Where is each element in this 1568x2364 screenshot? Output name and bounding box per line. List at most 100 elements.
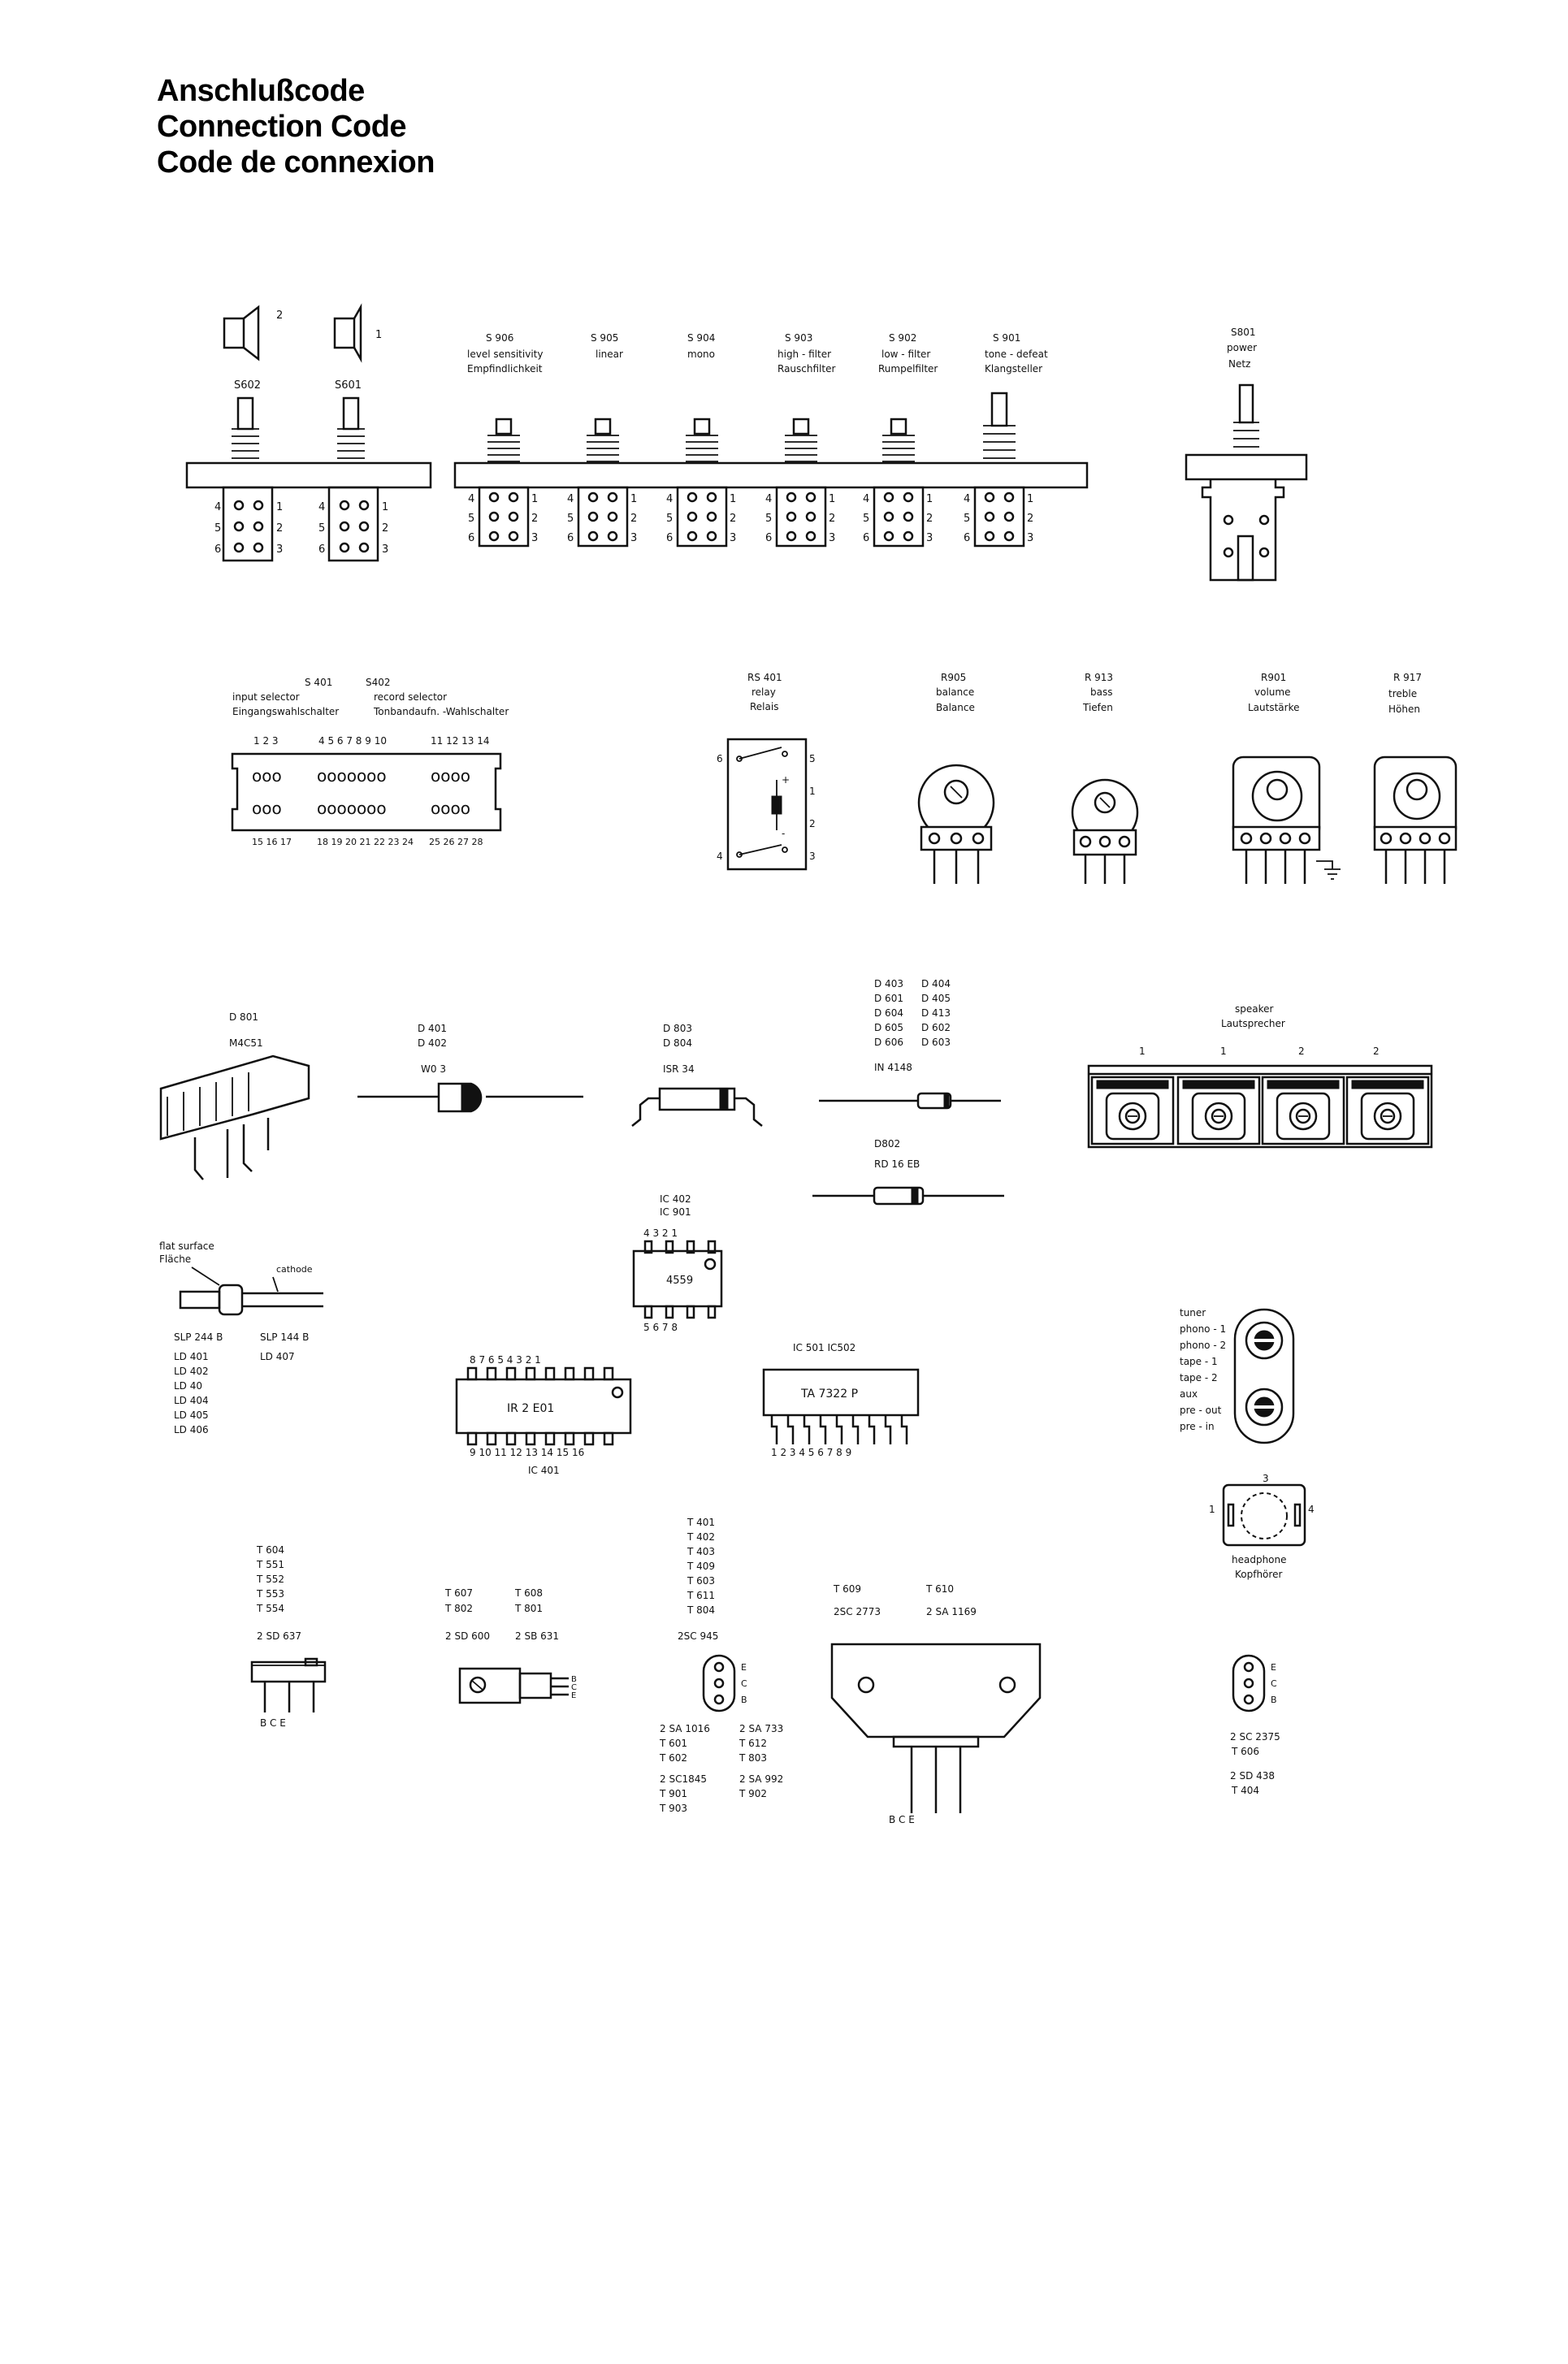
sel-top-pins-a: 1 2 3	[253, 735, 279, 747]
d801-id: D 801	[229, 1011, 258, 1023]
led-list1-item: LD 401	[174, 1351, 209, 1362]
r905-de: Balance	[936, 702, 975, 713]
s402-id: S402	[366, 677, 391, 688]
pin: 2	[276, 522, 283, 535]
pin: 2	[730, 513, 736, 525]
t401-col2-item: 2 SA 733	[739, 1723, 783, 1734]
pot-r905: R905 balance Balance	[917, 672, 995, 884]
t609-pins: B C E	[889, 1814, 915, 1825]
ic-pin	[564, 1431, 575, 1446]
d803-id2: D 804	[663, 1037, 692, 1049]
relay-pin: 2	[809, 818, 816, 829]
ic-pin	[544, 1366, 556, 1381]
ic-ta7322p: IC 501 IC502 TA 7322 P 1 2 3 4 5 6 7 8 9	[762, 1342, 920, 1458]
ic-pin	[803, 1415, 811, 1444]
t401-pin: B	[741, 1695, 747, 1705]
t401-col1-item: T 602	[659, 1752, 687, 1764]
pin: 1	[829, 493, 835, 505]
pin: 6	[318, 543, 325, 556]
pin: 1	[531, 493, 538, 505]
pin: 5	[214, 522, 221, 535]
relay-pin: 6	[717, 753, 723, 764]
s905-id: S 905	[591, 332, 618, 344]
t604-id: T 553	[256, 1588, 284, 1600]
pin: 1	[630, 493, 637, 505]
pin: 3	[926, 532, 933, 544]
relay-rs401: RS 401 relay Relais 6 5 1 2 4 3 + -	[717, 672, 816, 871]
s602-label: S602	[234, 379, 261, 392]
transistor-t609: T 609 T 610 2SC 2773 2 SA 1169 B C E	[830, 1583, 1042, 1825]
t607-id2: T 802	[444, 1603, 473, 1614]
s905-labels: S 905 linear	[591, 332, 623, 360]
relay-plus: +	[782, 774, 790, 786]
pin: 2	[382, 522, 388, 535]
led-slp: flat surface Fläche cathode SLP 244 B SL…	[159, 1240, 323, 1435]
relay-pin: 5	[809, 753, 816, 764]
pin: 3	[1027, 532, 1033, 544]
speaker-terminal: speaker Lautsprecher 1 1 2 2	[1087, 1003, 1433, 1149]
title-line-de: Anschlußcode	[157, 74, 365, 108]
ic401-bot-pins: 9 10 11 12 13 14 15 16	[470, 1447, 584, 1458]
s801-id: S801	[1231, 327, 1256, 338]
pin: 6	[765, 532, 772, 544]
sel-bot-pins-c: 25 26 27 28	[429, 837, 483, 847]
diode-d401: D 401 D 402 W0 3	[357, 1023, 583, 1113]
t401-col1-item: T 901	[659, 1788, 687, 1799]
t607-part1: 2 SD 600	[445, 1630, 490, 1642]
s901-labels: S 901 tone - defeat Klangsteller	[985, 332, 1048, 375]
t401-col2-item: 2 SA 992	[739, 1773, 783, 1785]
pin: 6	[214, 543, 221, 556]
t606-id1: T 606	[1231, 1746, 1259, 1757]
sel-pin-row: oooo	[431, 766, 470, 786]
jack-label: tape - 2	[1180, 1372, 1218, 1383]
ic501-id: IC 501 IC502	[793, 1342, 855, 1353]
speaker-de: Lautsprecher	[1221, 1018, 1285, 1029]
ic402-top-pins: 4 3 2 1	[643, 1227, 678, 1239]
t606-pin: E	[1271, 1662, 1276, 1673]
headphone-pin: 4	[1308, 1504, 1315, 1515]
t607-part2: 2 SB 631	[515, 1630, 559, 1642]
s906-en: level sensitivity	[467, 349, 543, 360]
d401-part: W0 3	[421, 1063, 446, 1075]
ic-pin	[505, 1431, 517, 1446]
r913-id: R 913	[1085, 672, 1113, 683]
headphone-pin: 1	[1209, 1504, 1215, 1515]
diode-d803: D 803 D 804 ISR 34	[631, 1023, 763, 1127]
t604-id: T 552	[256, 1574, 284, 1585]
ic-4559: IC 402 IC 901 4 3 2 1 4559 5 6 7 8	[632, 1193, 723, 1333]
pin: 1	[1027, 493, 1033, 505]
sel-pin-row: ooo	[252, 799, 282, 818]
t609-id2: T 610	[925, 1583, 954, 1595]
s801-de: Netz	[1228, 358, 1250, 370]
relay-id: RS 401	[747, 672, 782, 683]
s901-en: tone - defeat	[985, 349, 1048, 360]
t607-pin: B	[571, 1675, 577, 1684]
switch-s801: S801 power Netz	[1185, 327, 1308, 582]
jack-label: pre - out	[1180, 1405, 1222, 1416]
jack-label: tuner	[1180, 1307, 1206, 1318]
r901-de: Lautstärke	[1248, 702, 1300, 713]
headphone-jack: 3 1 4 headphone Kopfhörer	[1209, 1473, 1315, 1580]
ic401-pins-bot	[466, 1431, 614, 1446]
ic401-top-pins: 8 7 6 5 4 3 2 1	[470, 1354, 541, 1366]
title-line-fr: Code de connexion	[157, 145, 435, 180]
led-flat-de: Fläche	[159, 1253, 191, 1265]
pin: 3	[829, 532, 835, 544]
pin: 1	[730, 493, 736, 505]
led-list1-item: LD 40	[174, 1380, 202, 1392]
sel-pin-row: ooo	[252, 766, 282, 786]
d4148-id: D 603	[921, 1037, 951, 1048]
speaker-cell	[1345, 1076, 1430, 1145]
ic501-pin-nums: 1 2 3 4 5 6 7 8 9	[771, 1447, 851, 1458]
s906-labels: S 906 level sensitivity Empfindlichkeit	[467, 332, 543, 375]
r913-en: bass	[1090, 686, 1112, 698]
d4148-id: D 602	[921, 1022, 951, 1033]
speaker-num: 2	[1298, 1046, 1305, 1057]
